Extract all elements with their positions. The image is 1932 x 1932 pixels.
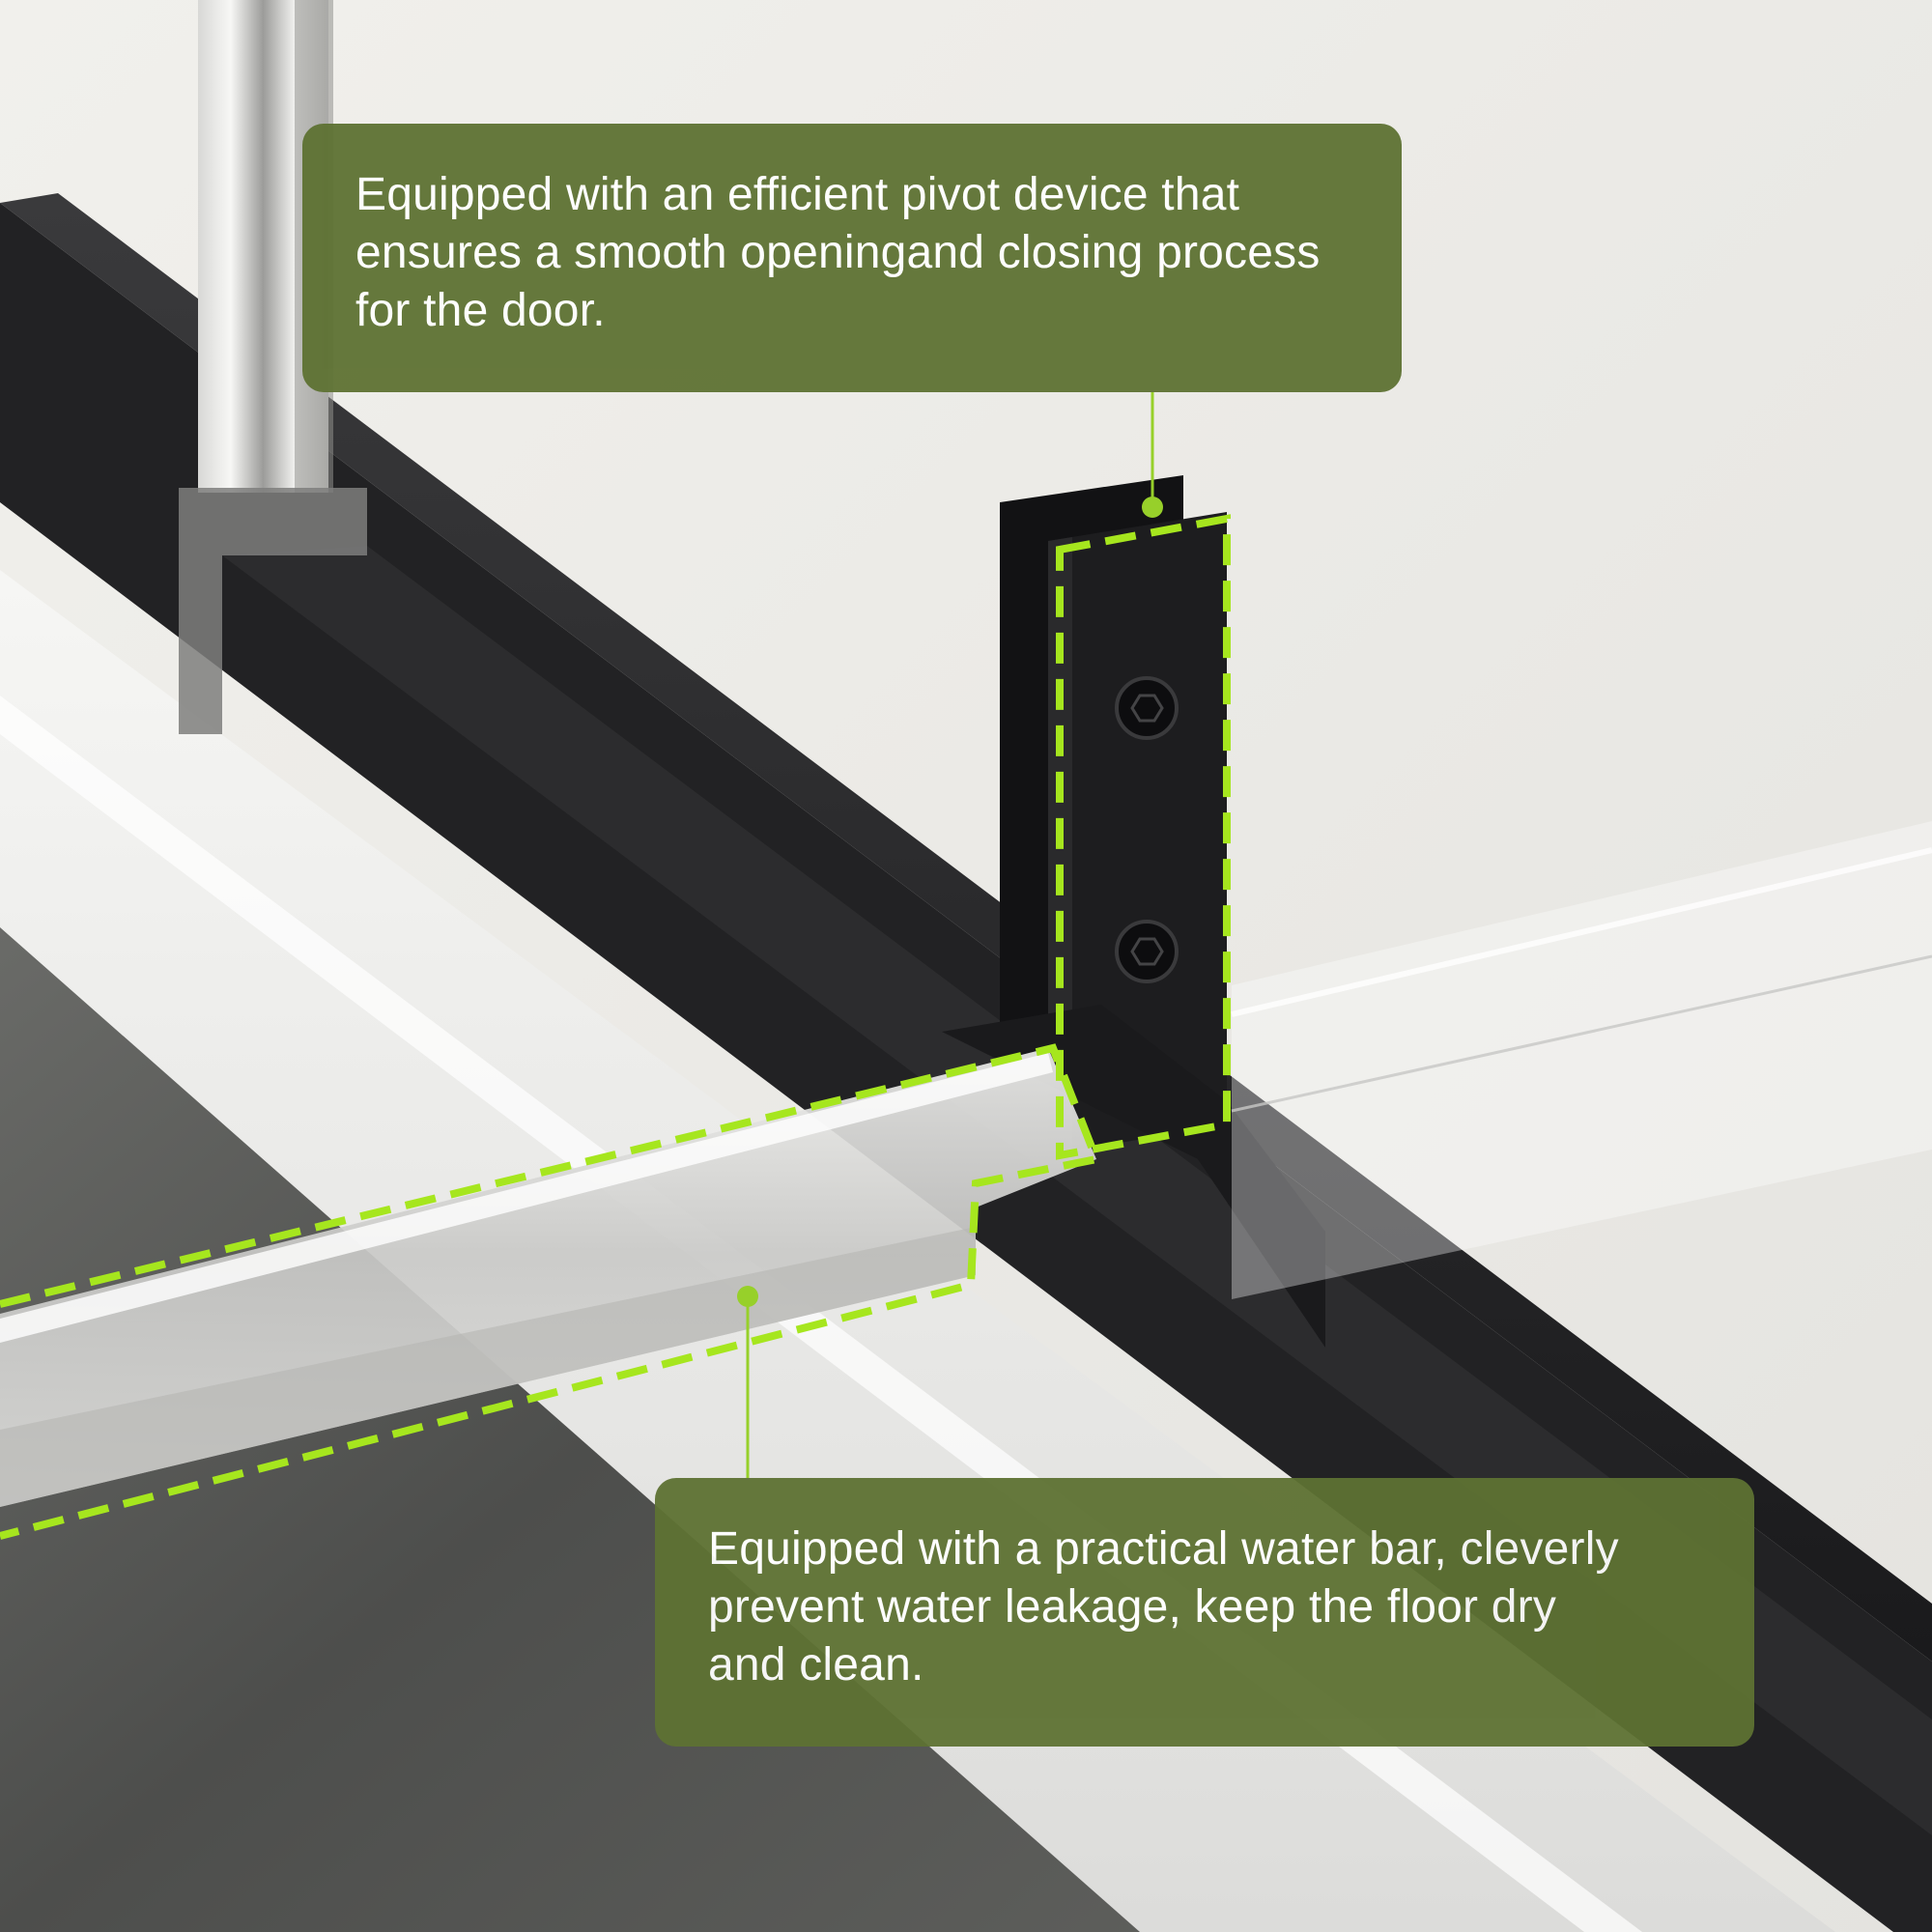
pivot-leader-dot	[1142, 497, 1163, 518]
pivot-hinge-plate	[1048, 512, 1227, 1154]
pivot-callout-text: Equipped with an efficient pivot device …	[355, 169, 1321, 336]
pivot-highlight-outline	[1056, 514, 1231, 1160]
hinge-screw-bottom-hex	[1130, 937, 1164, 966]
waterbar-callout: Equipped with a practical water bar, cle…	[655, 1478, 1754, 1747]
waterbar-highlight-outline	[0, 1043, 1102, 1540]
hinge-screw-top	[1115, 676, 1179, 740]
glass-clip-block	[179, 488, 367, 734]
hinge-base	[942, 1005, 1325, 1348]
glass-door-edge-bottom	[1231, 954, 1932, 1113]
hinge-screw-top-hex	[1130, 694, 1164, 723]
glass-door	[1232, 821, 1932, 1299]
waterbar-leader-dot	[737, 1286, 758, 1307]
hinge-screw-bottom	[1115, 920, 1179, 983]
pivot-callout: Equipped with an efficient pivot device …	[302, 124, 1402, 392]
glass-door-edge-top	[1231, 847, 1932, 1017]
water-bar-highlight	[0, 1053, 1053, 1343]
water-bar-shadow	[0, 1227, 976, 1507]
bottom-rail-top	[0, 193, 1932, 1662]
waterbar-callout-text: Equipped with a practical water bar, cle…	[708, 1523, 1619, 1690]
